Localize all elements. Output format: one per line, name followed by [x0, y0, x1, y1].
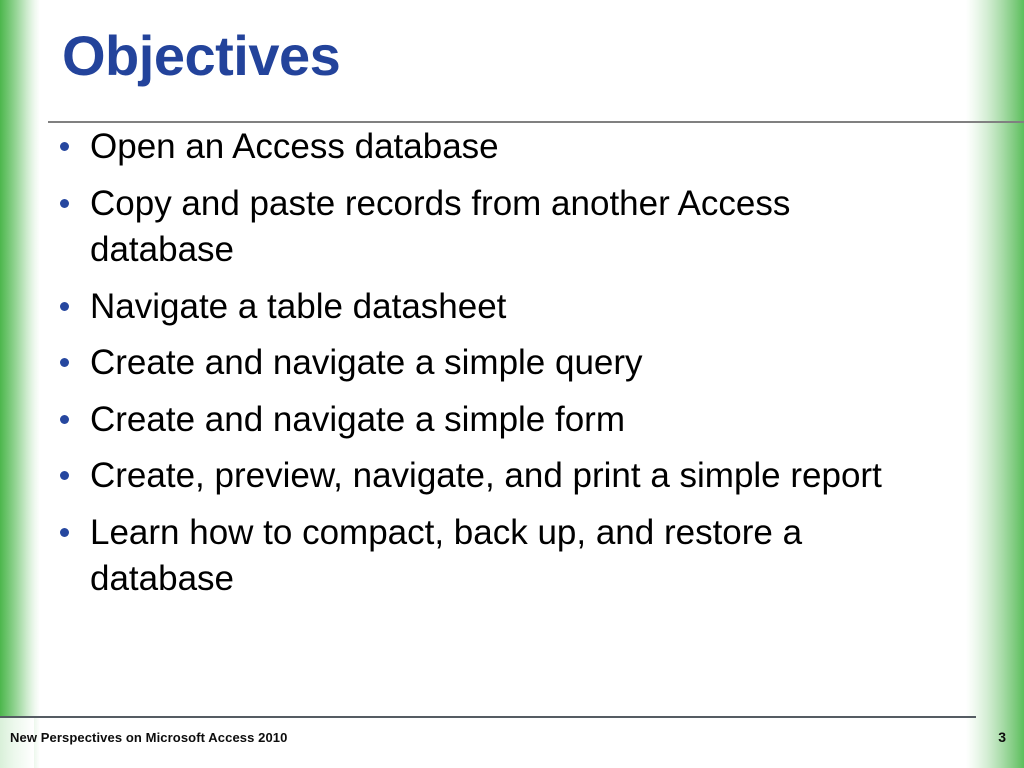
bullet-dot-icon: [60, 301, 69, 311]
list-item: Create and navigate a simple form: [48, 397, 953, 444]
list-item: Learn how to compact, back up, and resto…: [48, 510, 953, 603]
page-number: 3: [998, 729, 1006, 745]
list-item: Create and navigate a simple query: [48, 340, 953, 387]
footer-divider-rule: [0, 716, 976, 718]
footer-left-accent: [0, 718, 34, 768]
list-item-label: Create and navigate a simple form: [90, 399, 625, 439]
list-item-label: Navigate a table datasheet: [90, 286, 507, 326]
list-item-label: Create and navigate a simple query: [90, 343, 643, 383]
bullet-dot-icon: [60, 471, 69, 481]
footer-book-title: New Perspectives on Microsoft Access 201…: [10, 730, 288, 745]
right-band-top-notch: [960, 0, 966, 10]
list-item-label: Open an Access database: [90, 127, 499, 166]
list-item: Open an Access database: [48, 124, 953, 171]
objectives-list: Open an Access database Copy and paste r…: [48, 124, 953, 712]
list-item-label: Copy and paste records from another Acce…: [90, 183, 791, 270]
bullet-dot-icon: [60, 527, 69, 537]
title-divider-rule: [48, 121, 1024, 123]
bullet-dot-icon: [60, 414, 69, 424]
bullet-dot-icon: [60, 142, 69, 151]
list-item-label: Create, preview, navigate, and print a s…: [90, 456, 882, 496]
bullet-dot-icon: [60, 358, 69, 368]
list-item: Navigate a table datasheet: [48, 284, 953, 331]
list-item: Copy and paste records from another Acce…: [48, 181, 953, 274]
list-item: Create, preview, navigate, and print a s…: [48, 453, 953, 500]
right-green-accent-band: [966, 0, 1024, 768]
page-title: Objectives: [62, 24, 341, 87]
list-item-label: Learn how to compact, back up, and resto…: [90, 512, 803, 599]
left-green-accent-band: [0, 0, 40, 768]
bullet-dot-icon: [60, 198, 69, 208]
